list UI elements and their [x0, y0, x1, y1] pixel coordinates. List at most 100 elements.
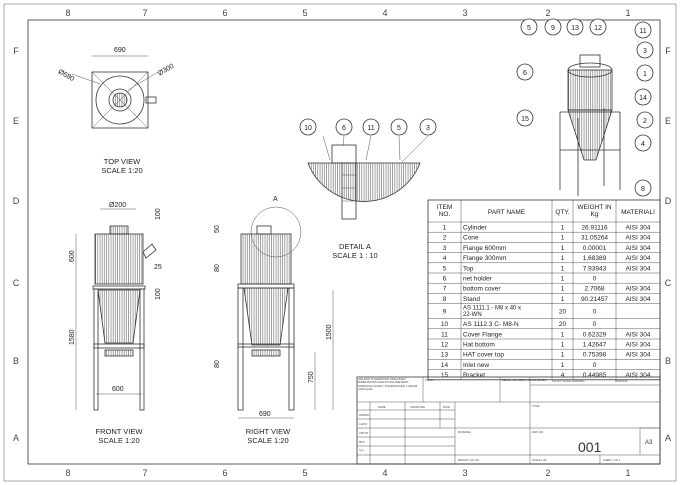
bom-cell-name: Stand — [463, 296, 480, 303]
dim-right-690: 690 — [259, 411, 271, 418]
bom-cell-weight: 1.42647 — [583, 342, 607, 349]
name-header: NAME — [378, 405, 386, 409]
bom-cell-item: 14 — [441, 362, 449, 369]
bom-cell-material: AISI 304 — [626, 265, 651, 272]
zone-row: E — [13, 116, 19, 126]
bom-cell-name: AS 1112.3 C- M8-N — [463, 321, 519, 328]
bom-cell-material: AISI 304 — [626, 286, 651, 293]
dim-top-width: 690 — [114, 47, 126, 54]
detail-balloon: 6 — [342, 125, 346, 132]
bom-cell-name: Top — [463, 265, 474, 272]
bom-cell-weight: 0.00001 — [583, 245, 607, 252]
finish-label: FINISH: — [425, 378, 435, 382]
bom-cell-qty: 1 — [561, 235, 565, 242]
bom-cell-name: Flange 300mm — [463, 255, 506, 262]
bom-cell-qty: 1 — [561, 331, 565, 338]
bom-cell-qty: 4 — [561, 372, 565, 379]
zone-col: 8 — [65, 8, 70, 18]
bom-cell-item: 12 — [441, 342, 449, 349]
bom-cell-item: 8 — [443, 296, 447, 303]
isometric-view: 5 9 13 12 11 6 3 1 14 2 15 4 8 — [516, 18, 654, 197]
bom-header-qty: QTY. — [555, 209, 570, 216]
front-view-title: FRONT VIEW — [96, 427, 144, 436]
zone-col: 3 — [462, 8, 467, 18]
bom-cell-qty: 1 — [561, 362, 565, 369]
zone-row: A — [665, 433, 671, 443]
bom-cell-name: Cylinder — [463, 225, 488, 232]
bom-cell-item: 4 — [443, 255, 447, 262]
zone-col: 7 — [142, 8, 147, 18]
bom-frame — [427, 199, 661, 381]
dim-right-80-top: 80 — [214, 264, 221, 272]
zone-row: D — [13, 196, 20, 206]
bom-cell-material: AISI 304 — [626, 245, 651, 252]
role-approved: APPV'D — [359, 431, 368, 435]
bom-cell-item: 6 — [443, 276, 447, 283]
bom-cell-name: Flange 600mm — [463, 245, 506, 252]
bom-cell-item: 10 — [441, 321, 449, 328]
bom-cell-weight: 26.91116 — [581, 225, 608, 232]
dim-front-100-top: 100 — [155, 208, 162, 220]
bom-cell-material: AISI 304 — [626, 296, 651, 303]
zone-row: B — [665, 356, 671, 366]
zone-row: E — [665, 116, 671, 126]
bom-cell-weight: 0.44985 — [583, 372, 607, 379]
bom-cell-material: AISI 304 — [626, 352, 651, 359]
iso-balloon: 6 — [523, 70, 527, 77]
bom-cell-material: AISI 304 — [626, 225, 651, 232]
bom-cell-material: AISI 304 — [626, 235, 651, 242]
bom-cell-qty: 1 — [561, 276, 565, 283]
bom-cell-weight: 0 — [593, 309, 597, 316]
zone-col: 1 — [625, 468, 630, 478]
sheet-size: A3 — [645, 440, 653, 446]
dwg-no-label: DWG NO. — [532, 430, 544, 434]
bom-cell-item: 13 — [441, 352, 449, 359]
zone-col: 5 — [302, 8, 307, 18]
detail-balloon: 3 — [426, 125, 430, 132]
dim-right-1500: 1500 — [326, 324, 333, 340]
right-view-title: RIGHT VIEW — [246, 427, 291, 436]
bom-cell-item: 15 — [441, 372, 449, 379]
detail-a-view: 10 6 11 5 3 DETAIL A SCALE 1 : 10 — [299, 118, 437, 260]
zone-row: F — [13, 46, 19, 56]
zone-row: D — [665, 196, 672, 206]
bom-cell-item: 5 — [443, 265, 447, 272]
bom-cell-weight: 0 — [593, 362, 597, 369]
role-mfg: MFG — [359, 440, 365, 444]
bom-cell-weight: 0.62329 — [583, 331, 607, 338]
bom-cell-qty: 1 — [561, 352, 565, 359]
role-drawn: DRAWN — [359, 413, 369, 417]
title-label: TITLE: — [532, 404, 540, 408]
bom-cell-weight: 90.21457 — [581, 296, 608, 303]
top-view-title: TOP VIEW — [104, 157, 141, 166]
bom-cell-item: 3 — [443, 245, 447, 252]
zone-row: B — [13, 356, 19, 366]
iso-balloon: 1 — [643, 71, 647, 78]
bom-header-material: MATERIALI — [621, 209, 655, 216]
date-header: DATE — [443, 405, 450, 409]
bom-cell-material: AISI 304 — [626, 255, 651, 262]
iso-balloon: 13 — [571, 25, 579, 32]
iso-balloon: 11 — [639, 28, 646, 35]
bom-cell-item: 11 — [441, 331, 448, 338]
dim-front-100-mid: 100 — [155, 288, 162, 300]
dim-right-50: 50 — [214, 225, 221, 233]
bom-cell-name: Cover Flange — [463, 331, 502, 338]
detail-a-scale: SCALE 1 : 10 — [332, 251, 377, 260]
front-view: Ø200 100 600 25 100 1580 600 FRONT VIEW … — [69, 202, 162, 445]
dim-front-1580: 1580 — [69, 329, 76, 345]
zone-row: F — [665, 46, 671, 56]
bom-cell-name: Cone — [463, 235, 479, 242]
dwg-no: 001 — [578, 439, 602, 455]
zone-col: 2 — [545, 468, 550, 478]
bom-cell-weight: 0.75398 — [583, 352, 607, 359]
iso-balloon: 14 — [639, 95, 647, 102]
detail-a-title: DETAIL A — [339, 242, 371, 251]
top-view-scale: SCALE 1:20 — [101, 166, 142, 175]
zone-col: 4 — [382, 468, 387, 478]
zone-col: 4 — [382, 8, 387, 18]
